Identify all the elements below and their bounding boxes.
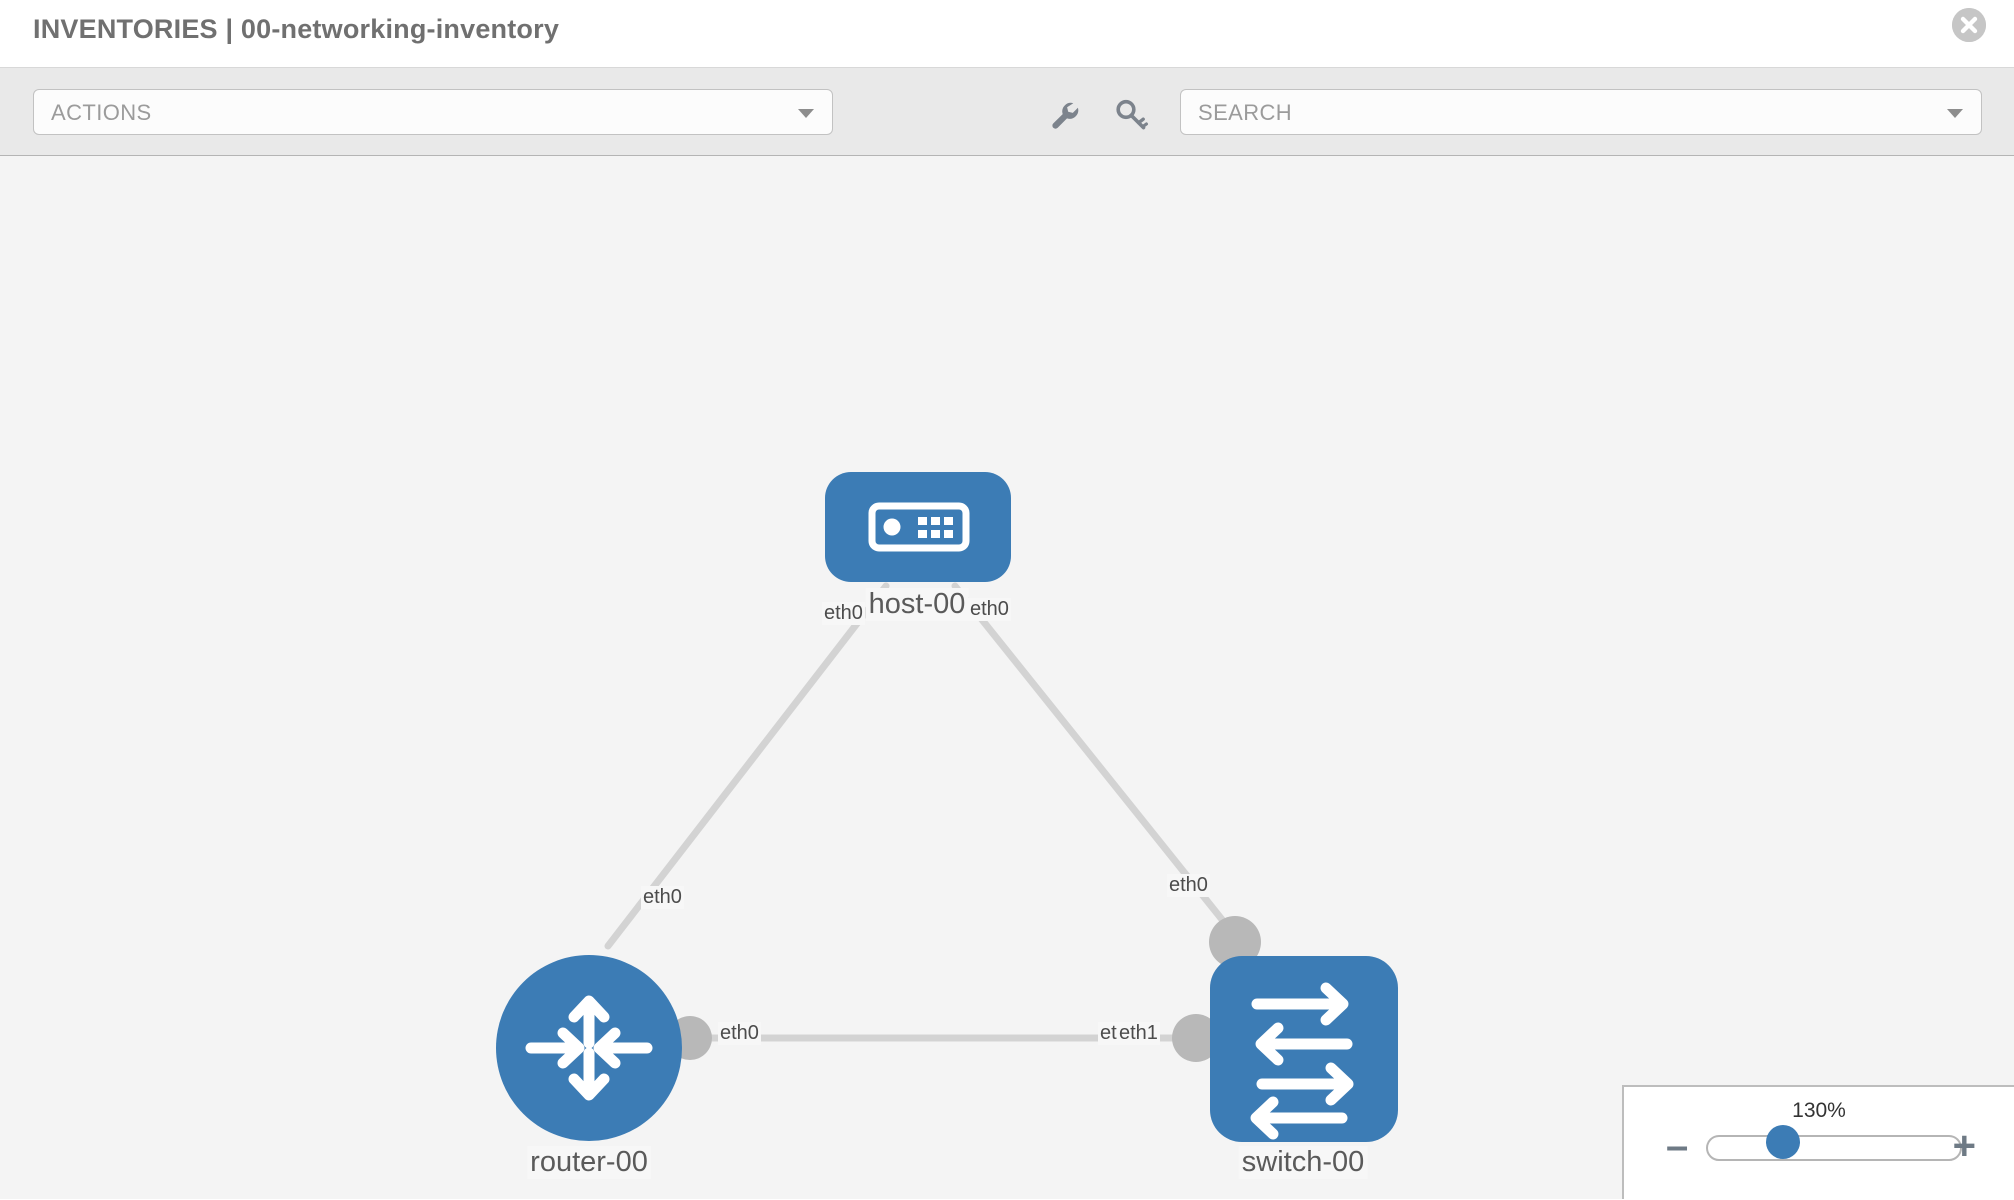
zoom-in-button[interactable]: +	[1952, 1124, 1976, 1168]
wrench-icon[interactable]	[1045, 96, 1083, 134]
close-button[interactable]	[1952, 8, 1986, 42]
edge-label: eth0	[641, 886, 684, 909]
zoom-slider-thumb[interactable]	[1766, 1125, 1800, 1159]
node-host-00	[825, 472, 1011, 582]
actions-dropdown-label: ACTIONS	[51, 100, 152, 125]
node-switch-00	[1210, 956, 1398, 1142]
zoom-level-value: 130%	[1792, 1099, 1846, 1122]
close-icon	[1952, 8, 1986, 42]
edge-label: eth0	[718, 1022, 761, 1045]
switch-arrows-icon	[1250, 982, 1354, 1140]
key-icon[interactable]	[1112, 96, 1150, 134]
edge-label: eth0	[822, 602, 865, 625]
topology-connectors	[668, 560, 1261, 1062]
topology-links	[604, 582, 1244, 1042]
connector-switch-left	[1172, 1014, 1220, 1062]
search-placeholder: SEARCH	[1198, 100, 1293, 125]
edge-label: eth1	[1117, 1022, 1160, 1045]
chevron-down-icon[interactable]	[1947, 109, 1963, 118]
topology-graph	[496, 472, 1398, 1142]
server-icon	[868, 502, 970, 552]
zoom-control-panel: 130% – +	[1622, 1085, 2014, 1199]
node-router-00	[496, 955, 682, 1141]
toolbar: ACTIONS SEARCH	[0, 68, 2014, 156]
edge-label: eth0	[968, 598, 1011, 621]
zoom-out-button[interactable]: –	[1666, 1124, 1689, 1168]
node-label-host-00: host-00	[865, 588, 969, 621]
page-header: INVENTORIES | 00-networking-inventory	[0, 0, 2014, 68]
search-input[interactable]: SEARCH	[1180, 89, 1982, 135]
node-label-switch-00: switch-00	[1238, 1146, 1368, 1179]
chevron-down-icon	[798, 109, 814, 118]
connector-switch-top	[1209, 916, 1261, 968]
actions-dropdown[interactable]: ACTIONS	[33, 89, 833, 135]
topology-canvas[interactable]: eth0 eth0 eth0 eth0 eth0 eth0 eth1 host-…	[0, 156, 2014, 1199]
page-title: INVENTORIES | 00-networking-inventory	[33, 14, 560, 44]
zoom-slider-track[interactable]	[1706, 1135, 1962, 1161]
router-arrows-icon	[525, 995, 653, 1101]
edge-label: eth0	[1167, 874, 1210, 897]
node-label-router-00: router-00	[527, 1146, 651, 1179]
